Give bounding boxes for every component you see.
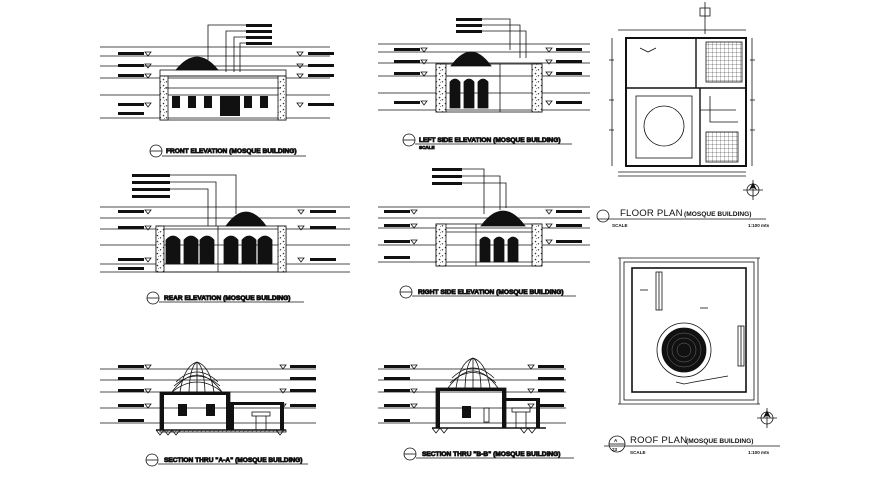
section-b-drawing: SECTION THRU "B-B" (MOSQUE BUILDING): [378, 357, 574, 461]
roof-plan-drawing: [618, 257, 777, 428]
roof-plan-marker-letter: A: [614, 438, 618, 443]
roof-plan-subtitle: (MOSQUE BUILDING): [686, 438, 753, 445]
left-elevation-scale-label: SCALE: [419, 145, 435, 150]
floor-plan-title: FLOOR PLAN: [620, 208, 683, 219]
left-elevation-title: LEFT SIDE ELEVATION (MOSQUE BUILDING): [419, 137, 561, 144]
roof-plan-scale-value: 1:100 mts: [748, 450, 770, 455]
section-a-title: SECTION THRU "A-A" (MOSQUE BUILDING): [164, 457, 303, 464]
floor-plan-drawing: [609, 2, 763, 200]
front-elevation-drawing: FRONT ELEVATION (MOSQUE BUILDING): [100, 24, 334, 158]
rear-elevation-title: REAR ELEVATION (MOSQUE BUILDING): [164, 295, 291, 302]
rear-elevation-drawing: REAR ELEVATION (MOSQUE BUILDING): [100, 174, 350, 305]
roof-plan-title: ROOF PLAN: [630, 435, 687, 446]
section-a-drawing: SECTION THRU "A-A" (MOSQUE BUILDING): [100, 361, 316, 467]
left-elevation-drawing: LEFT SIDE ELEVATION (MOSQUE BUILDING) SC…: [378, 18, 590, 150]
right-elevation-drawing: RIGHT SIDE ELEVATION (MOSQUE BUILDING): [378, 168, 590, 299]
floor-plan-subtitle: (MOSQUE BUILDING): [684, 211, 751, 218]
floor-plan-scale-value: 1:100 mts: [748, 223, 770, 228]
section-b-title: SECTION THRU "B-B" (MOSQUE BUILDING): [422, 451, 561, 458]
roof-plan-marker-number: 23: [612, 447, 618, 452]
front-elevation-title: FRONT ELEVATION (MOSQUE BUILDING): [166, 148, 297, 155]
floor-plan-scale-label: SCALE: [612, 223, 628, 228]
right-elevation-title: RIGHT SIDE ELEVATION (MOSQUE BUILDING): [418, 289, 564, 296]
roof-plan-scale-label: SCALE: [630, 450, 646, 455]
floor-plan-marker: [596, 209, 610, 223]
